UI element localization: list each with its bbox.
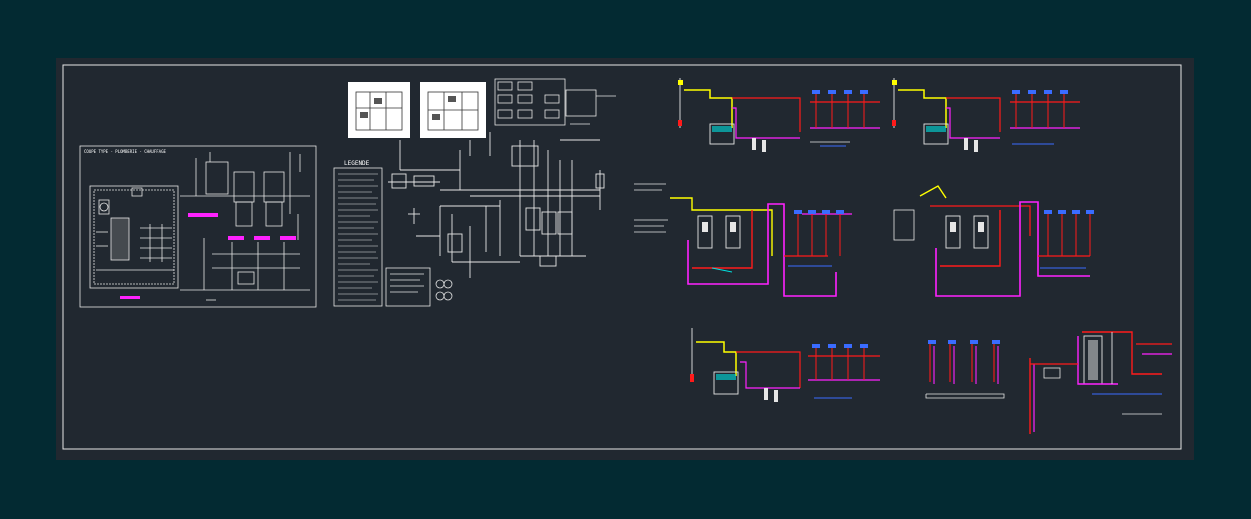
riser-diagram-a1	[678, 78, 880, 152]
riser-diagram-b2	[893, 185, 1094, 297]
plan-highlights	[120, 213, 296, 299]
drawing-sheet	[56, 58, 1194, 460]
section-plan: COUPE TYPE - PLOMBERIE - CHAUFFAGE	[79, 145, 317, 308]
plumbing-schematic	[388, 132, 605, 278]
riser-diagram-a2	[892, 78, 1080, 152]
site-plans	[348, 78, 616, 138]
sheet-border	[62, 64, 1182, 450]
riser-diagram-c1	[690, 328, 880, 402]
legend-title: LEGENDE	[344, 160, 370, 167]
boiler-room-diagram	[1029, 331, 1172, 434]
riser-diagram-c2	[925, 340, 1005, 399]
legend-panel: LEGENDE	[333, 160, 453, 307]
riser-diagram-b1	[634, 183, 852, 297]
legend-rows	[338, 173, 378, 301]
plan-title: COUPE TYPE - PLOMBERIE - CHAUFFAGE	[84, 149, 166, 154]
